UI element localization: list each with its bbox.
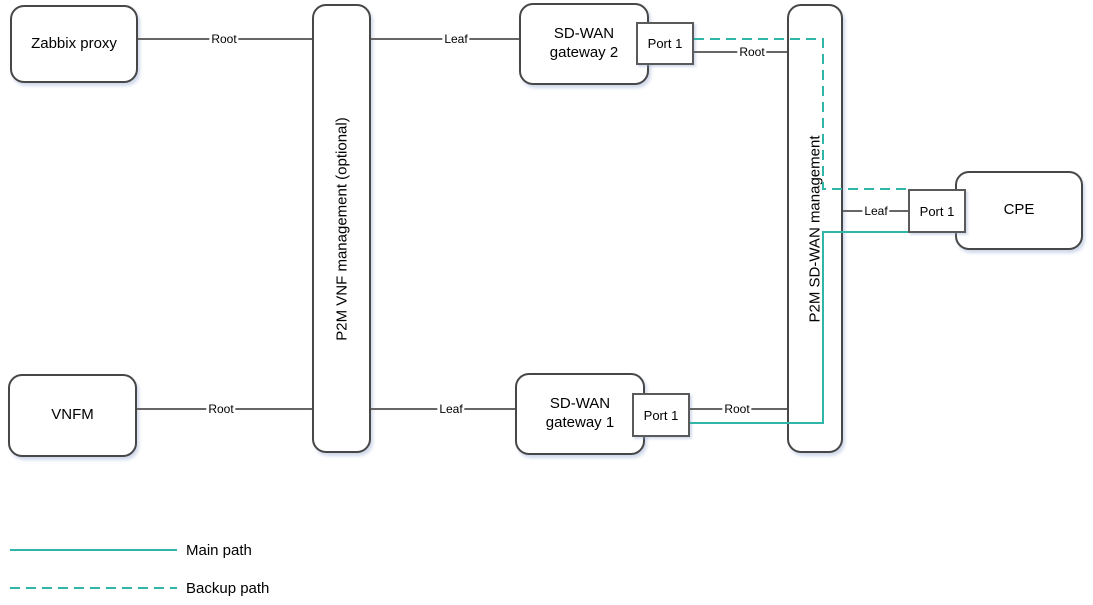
node-cpe: CPE (955, 171, 1083, 250)
edge-label-gw2-root: Root (737, 45, 767, 59)
node-zabbix-proxy-label: Zabbix proxy (31, 34, 117, 52)
bar-p2m-sdwan-management: P2M SD-WAN management (787, 4, 843, 453)
node-sdwan-gateway-2-label: SD-WAN gateway 2 (549, 25, 619, 61)
legend-main-path-swatch (10, 549, 177, 551)
node-vnfm-label: VNFM (51, 406, 94, 424)
node-sdwan-gateway-1-label: SD-WAN gateway 1 (545, 395, 615, 431)
bar-p2m-vnf-management: P2M VNF management (optional) (312, 4, 371, 453)
port-cpe-port1-label: Port 1 (919, 203, 955, 219)
port-cpe-port1: Port 1 (908, 189, 966, 233)
node-sdwan-gateway-1: SD-WAN gateway 1 (515, 373, 645, 455)
edge-label-gw1-root: Root (722, 402, 752, 416)
bar-p2m-vnf-management-label: P2M VNF management (optional) (333, 116, 350, 341)
node-sdwan-gateway-2: SD-WAN gateway 2 (519, 3, 649, 85)
port-gateway1-port1: Port 1 (632, 393, 690, 437)
legend-main-path-label: Main path (186, 541, 252, 559)
node-cpe-label: CPE (1003, 201, 1035, 219)
legend-backup-path: Backup path (10, 579, 269, 597)
legend-main-path: Main path (10, 541, 252, 559)
edge-label-gw1-leaf: Leaf (437, 402, 465, 416)
edge-label-zabbix-root: Root (209, 32, 239, 46)
legend-backup-path-swatch (10, 587, 177, 589)
edge-label-vnfm-root: Root (206, 402, 236, 416)
port-gateway1-port1-label: Port 1 (643, 407, 679, 423)
node-vnfm: VNFM (8, 374, 137, 457)
legend-backup-path-label: Backup path (186, 579, 270, 597)
port-gateway2-port1-label: Port 1 (647, 36, 683, 51)
port-gateway2-port1: Port 1 (636, 22, 694, 65)
edge-label-gw2-leaf: Leaf (442, 32, 470, 46)
edge-label-cpe-leaf: Leaf (862, 204, 890, 218)
node-zabbix-proxy: Zabbix proxy (10, 5, 138, 83)
bar-p2m-sdwan-management-label: P2M SD-WAN management (806, 134, 824, 323)
